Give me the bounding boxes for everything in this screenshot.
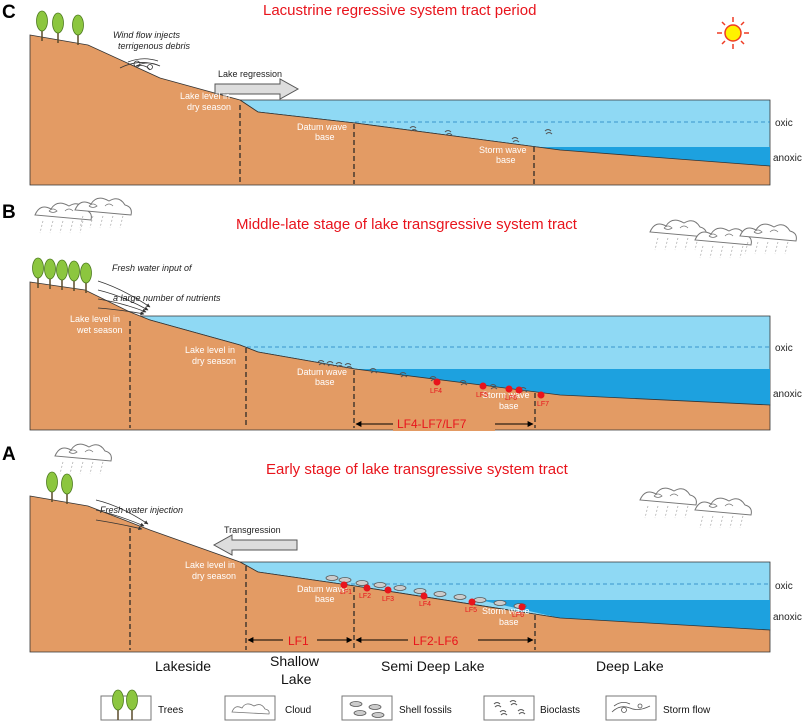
panel-b-anoxic: anoxic: [773, 389, 802, 400]
panel-a-range2-label: LF2-LF6: [413, 634, 459, 648]
legend-storm: Storm flow: [663, 705, 711, 716]
lf-label: LF4: [430, 388, 442, 395]
panel-b-wet-1: Lake level in: [70, 314, 120, 324]
panel-b-datum-1: Datum wave: [297, 367, 347, 377]
lf-label: LF3: [382, 596, 394, 603]
panel-c-lake-level-2: dry season: [187, 102, 231, 112]
legend-cloud: Cloud: [285, 705, 311, 716]
legend-shell-box: [341, 695, 393, 721]
wind-label-1: Wind flow injects: [113, 30, 180, 40]
legend: Trees Cloud Shell fossils Bioclasts Stor…: [100, 689, 711, 721]
storm-flow-icon: [611, 702, 651, 713]
panel-c-title: Lacustrine regressive system tract perio…: [263, 2, 536, 19]
lake-regression-label: Lake regression: [218, 69, 282, 79]
panel-a-storm-2: base: [499, 617, 519, 627]
zone-lakeside: Lakeside: [155, 658, 211, 674]
wind-swirl-icon: [119, 58, 161, 71]
lf-label: LF1: [340, 589, 352, 596]
panel-b-title: Middle-late stage of lake transgressive …: [236, 216, 578, 233]
lf-label: LF5: [476, 392, 488, 399]
panel-c-letter: C: [2, 2, 16, 23]
panel-b-wet-2: wet season: [76, 325, 123, 335]
zone-semi-deep: Semi Deep Lake: [381, 658, 485, 674]
panel-b-dry-1: Lake level in: [185, 345, 235, 355]
panel-b: B Middle-late stage of lake transgressiv…: [2, 197, 802, 431]
panel-a-title: Early stage of lake transgressive system…: [266, 461, 569, 478]
panel-b-letter: B: [2, 202, 16, 223]
lf-marker-lf2: LF2: [359, 584, 371, 600]
panel-b-storm-2: base: [499, 401, 519, 411]
panel-b-datum-2: base: [315, 377, 335, 387]
panel-a-ground: [29, 495, 771, 653]
lf-label: LF5: [465, 607, 477, 614]
panel-a-datum-2: base: [315, 594, 335, 604]
panel-a-anoxic-water: [480, 600, 770, 630]
lf-label: LF4: [419, 601, 431, 608]
zone-shallow-2: Lake: [281, 671, 312, 687]
panel-c-storm-2: base: [496, 155, 516, 165]
panel-c: C Lacustrine regressive system tract per…: [2, 2, 802, 186]
lf-marker-lf4: LF4: [430, 378, 442, 395]
panel-b-ground: [29, 281, 771, 431]
panel-b-dry-2: dry season: [192, 356, 236, 366]
panel-c-datum-1: Datum wave: [297, 122, 347, 132]
panel-a: A Early stage of lake transgressive syst…: [2, 443, 802, 653]
lf-marker-lf5: LF5: [465, 598, 477, 614]
panel-b-oxic: oxic: [775, 343, 793, 354]
zone-deep: Deep Lake: [596, 658, 664, 674]
lake-regression-arrow: [214, 78, 300, 100]
cloud-icon: [54, 443, 752, 529]
transgression-arrow: [212, 534, 298, 556]
panel-a-fresh: Fresh water injection: [100, 505, 183, 515]
panel-c-lake-level-1: Lake level in: [180, 91, 230, 101]
panel-a-datum-1: Datum wave: [297, 584, 347, 594]
panel-c-anoxic: anoxic: [773, 153, 802, 164]
legend-shell: Shell fossils: [399, 705, 452, 716]
panel-a-range1-label: LF1: [288, 634, 309, 648]
lf-marker-lf3: LF3: [382, 586, 394, 603]
fresh-water-arrows: [95, 499, 149, 531]
transgression-label: Transgression: [224, 525, 281, 535]
legend-bioclasts: Bioclasts: [540, 705, 580, 716]
lf-label: LF6: [505, 395, 517, 402]
legend-storm-box: [605, 695, 657, 721]
cloud-icon: [231, 703, 270, 715]
zone-shallow-1: Shallow: [270, 653, 320, 669]
lf-marker-lf7: LF7: [537, 391, 549, 408]
legend-trees: Trees: [158, 705, 183, 716]
panel-b-range-label: LF4-LF7/LF7: [397, 417, 467, 431]
lf-marker-lf6: LF6: [505, 385, 523, 402]
lf-marker-lf6: LF6: [512, 603, 526, 619]
lf-label: LF2: [359, 593, 371, 600]
panel-a-dry-2: dry season: [192, 571, 236, 581]
panel-c-datum-2: base: [315, 132, 335, 142]
panel-a-oxic: oxic: [775, 581, 793, 592]
zone-labels: Lakeside Shallow Lake Semi Deep Lake Dee…: [155, 653, 664, 687]
panel-b-anoxic-water: [355, 369, 770, 405]
panel-c-storm-1: Storm wave: [479, 145, 527, 155]
sun-icon: [717, 17, 749, 49]
panel-a-dry-1: Lake level in: [185, 560, 235, 570]
lf-label: LF7: [537, 401, 549, 408]
fresh-water-arrows: [97, 280, 151, 316]
legend-bioclast-box: [483, 695, 535, 721]
legend-trees-box: [100, 695, 152, 721]
lf-marker-lf1: LF1: [340, 581, 352, 596]
lf-label: LF6: [512, 612, 524, 619]
panel-a-letter: A: [2, 444, 16, 465]
panel-b-storm-1: Storm wave: [482, 390, 530, 400]
lf-marker-lf5: LF5: [476, 382, 488, 399]
panel-a-storm-1: Storm wave: [482, 606, 530, 616]
panel-b-fresh-2: a large number of nutrients: [113, 293, 221, 303]
panel-a-anoxic: anoxic: [773, 612, 802, 623]
panel-c-oxic: oxic: [775, 118, 793, 129]
wind-label-2: terrigenous debris: [118, 41, 191, 51]
panel-b-fresh-1: Fresh water input of: [112, 263, 193, 273]
lf-marker-lf4: LF4: [419, 592, 431, 608]
